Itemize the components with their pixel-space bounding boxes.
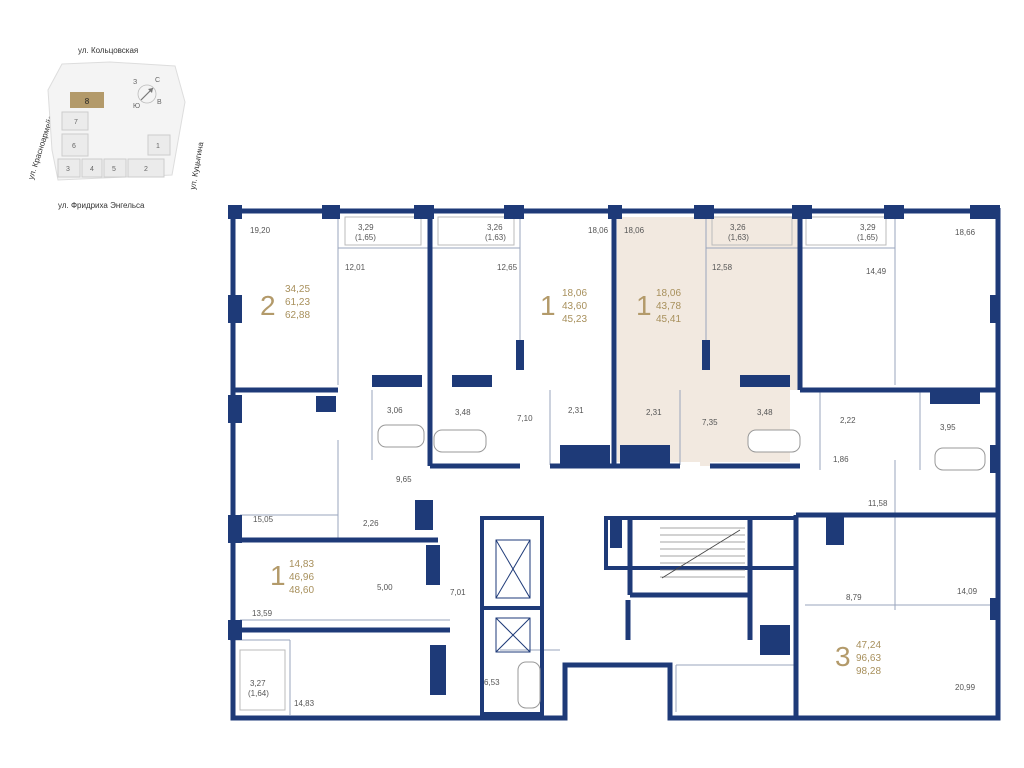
room-label: 11,58 [868,499,888,508]
room-label: 7,35 [702,418,718,427]
room-area-labels: 19,20 3,29 (1,65) 12,01 3,26 (1,63) 12,6… [248,223,978,708]
apartment-1a-living: 18,06 [562,288,587,299]
room-label: 14,49 [866,267,887,276]
building-4 [81,158,103,178]
bathtubs [377,424,986,709]
room-label: 2,22 [840,416,856,425]
room-label: (1,63) [728,233,749,242]
apartment-1a-rooms: 1 [540,290,556,321]
street-bottom-label: ул. Фридриха Энгельса [58,201,145,210]
building-5 [57,158,81,178]
building-3-label: 5 [112,166,116,173]
room-label: 2,26 [363,519,379,528]
room-label: 1,86 [833,455,849,464]
building-7 [61,111,89,131]
street-top-label: ул. Кольцовская [78,46,138,55]
structural-walls [230,208,1001,721]
apartment-3-total: 96,63 [856,653,881,664]
room-label: (1,65) [857,233,878,242]
building-4-label: 4 [90,166,94,173]
room-label: 3,48 [757,408,773,417]
compass-south: Ю [133,103,140,110]
room-label: 8,79 [846,593,862,602]
building-8-label: 8 [85,97,90,106]
building-2 [127,158,165,178]
room-label: 9,65 [396,475,412,484]
apartment-1a-full: 45,23 [562,314,587,325]
location-map: ул. Кольцовская ул. Красноармейская ул. … [26,46,205,210]
room-label: 3,29 [860,223,876,232]
room-label: (1,64) [248,689,269,698]
room-label: 3,26 [730,223,746,232]
apartment-1b-living: 18,06 [656,288,681,299]
room-label: 14,83 [294,699,315,708]
room-label: 18,06 [624,226,645,235]
apartment-2-total: 61,23 [285,297,310,308]
apartment-2-living: 34,25 [285,284,310,295]
building-5-label: 3 [66,166,70,173]
room-label: 18,66 [955,228,976,237]
apartment-1c-rooms: 1 [270,560,286,591]
apartment-1c-full: 48,60 [289,585,314,596]
room-label: 6,53 [484,678,500,687]
apartment-1b-total: 43,78 [656,301,681,312]
room-label: 3,48 [455,408,471,417]
apartment-2-full: 62,88 [285,310,310,321]
apartment-labels: 2 34,25 61,23 62,88 1 18,06 43,60 45,23 … [260,284,881,677]
apartment-2-rooms: 2 [260,290,276,321]
apartment-1c-total: 46,96 [289,572,314,583]
apartment-3-full: 98,28 [856,666,881,677]
wall-pillars [228,205,1000,695]
compass-north: С [155,77,160,84]
room-label: 13,59 [252,609,273,618]
room-label: 12,58 [712,263,733,272]
elevator-icon [495,539,531,653]
apartment-1b-rooms[interactable]: 1 [636,290,652,321]
building-3 [103,158,127,178]
room-label: 12,65 [497,263,518,272]
room-label: 2,31 [568,406,584,415]
building-8-highlight[interactable] [70,92,104,108]
stairs-icon [660,527,745,579]
room-label: 3,06 [387,406,403,415]
room-label: 3,95 [940,423,956,432]
room-label: 2,31 [646,408,662,417]
room-label: 18,06 [588,226,609,235]
apartment-1a-total: 43,60 [562,301,587,312]
room-label: (1,63) [485,233,506,242]
room-label: 14,09 [957,587,978,596]
room-label: 5,00 [377,583,393,592]
building-1-label: 1 [156,143,160,150]
room-label: 19,20 [250,226,271,235]
apartment-1b-full: 45,41 [656,314,681,325]
room-label: 3,27 [250,679,266,688]
room-label: 15,05 [253,515,274,524]
apartment-3-living: 47,24 [856,640,881,651]
room-label: 12,01 [345,263,366,272]
building-7-label: 7 [74,119,78,126]
room-label: 20,99 [955,683,976,692]
room-label: (1,65) [355,233,376,242]
room-label: 7,01 [450,588,466,597]
compass-west: З [133,79,137,86]
interior-partitions [230,217,990,715]
building-6 [61,133,89,157]
balconies [239,216,887,711]
room-label: 7,10 [517,414,533,423]
apartment-3-rooms: 3 [835,641,851,672]
room-label: 3,26 [487,223,503,232]
building-2-label: 2 [144,166,148,173]
street-right-label: ул. Куцыгина [188,141,205,191]
apartment-1c-living: 14,83 [289,559,314,570]
compass-east: В [157,99,162,106]
room-label: 3,29 [358,223,374,232]
building-1 [147,134,171,156]
building-6-label: 6 [72,143,76,150]
compass-icon: С Ю В З [133,77,162,110]
